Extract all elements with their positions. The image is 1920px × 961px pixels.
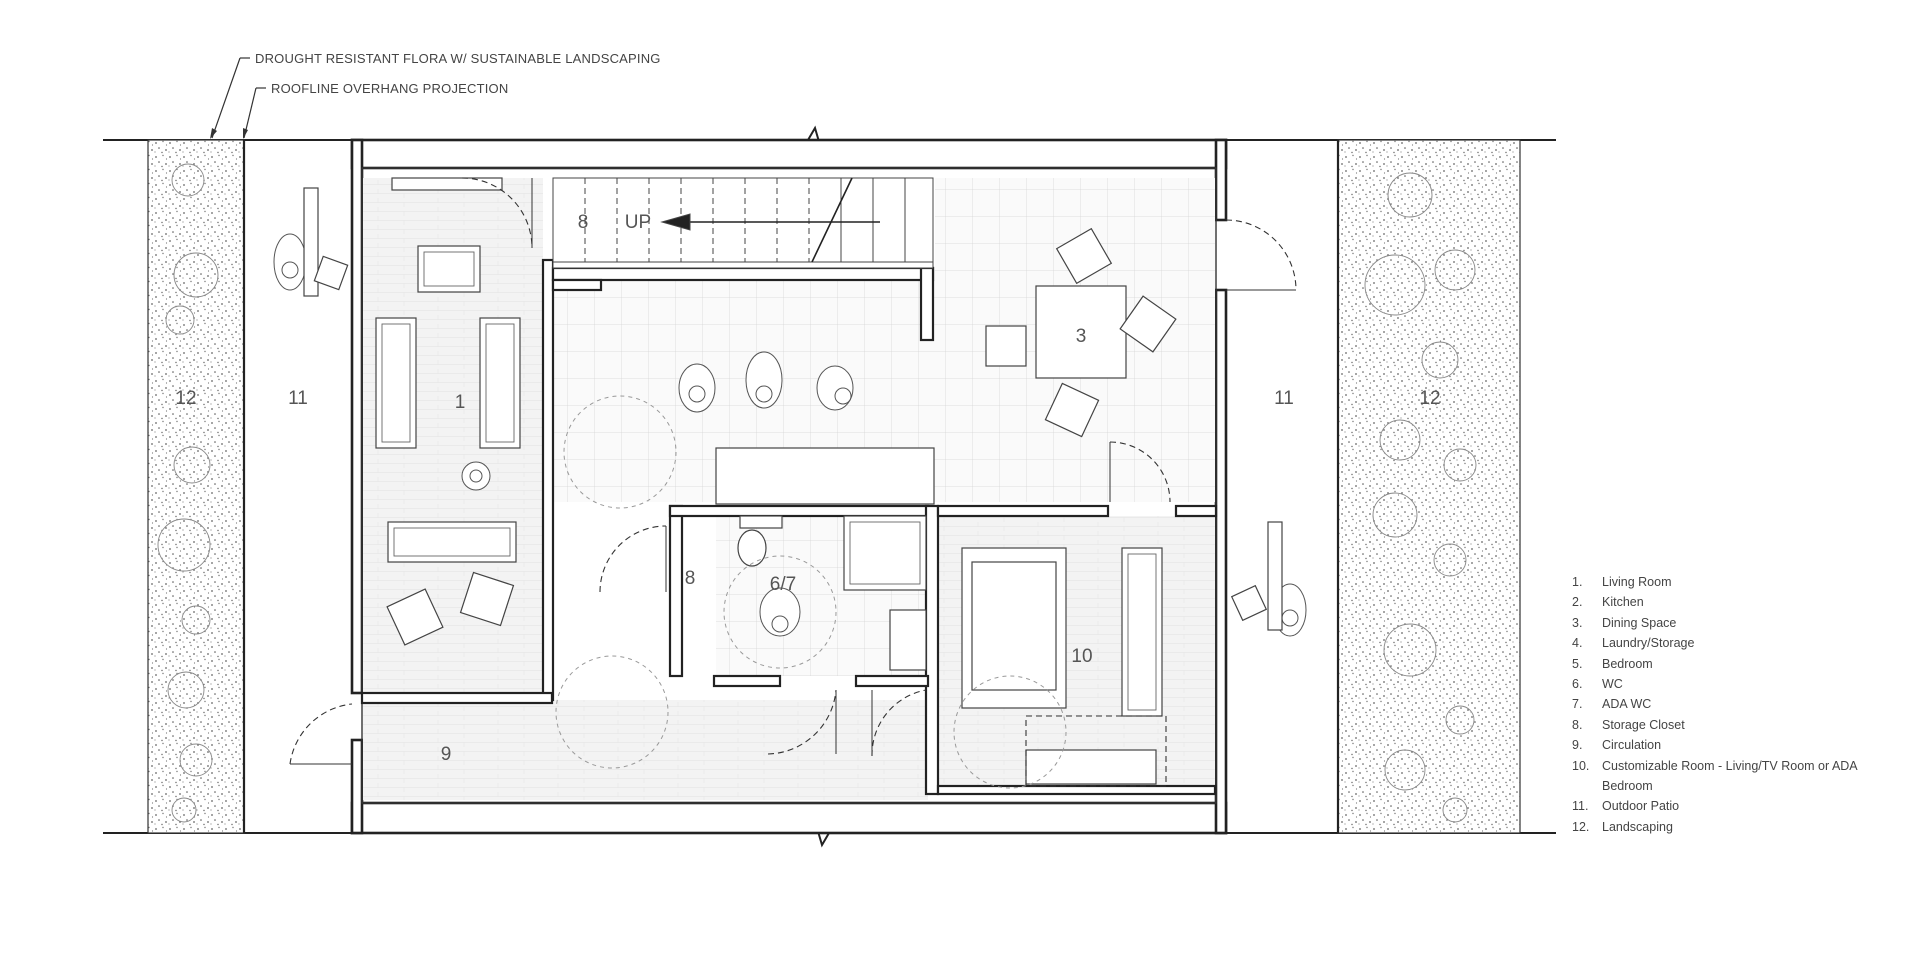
interior-walls <box>360 258 1218 796</box>
legend-number: 9. <box>1572 738 1583 753</box>
landscaping-strip-right <box>1337 139 1521 834</box>
room-label-storage-closet: 8 <box>685 568 696 589</box>
custom-room-furniture <box>961 547 1167 787</box>
legend-item: 4. Laundry/Storage <box>1572 633 1862 653</box>
room-label-landscaping-left: 12 <box>175 388 196 409</box>
room-label-living: 1 <box>455 392 466 413</box>
doors <box>289 177 1297 765</box>
room-label-patio-right: 11 <box>1274 388 1294 409</box>
callout-drought-text: DROUGHT RESISTANT FLORA W/ SUSTAINABLE L… <box>255 51 661 66</box>
legend-label: Customizable Room - Living/TV Room or AD… <box>1602 758 1857 794</box>
legend-label: Circulation <box>1602 738 1662 753</box>
legend-label: WC <box>1602 677 1623 692</box>
legend-number: 3. <box>1572 615 1583 630</box>
legend-number: 7. <box>1572 697 1583 712</box>
legend-number: 10. <box>1572 758 1590 773</box>
plant-clusters <box>157 163 1477 823</box>
legend-label: Storage Closet <box>1602 717 1685 732</box>
people-figures <box>273 233 1307 637</box>
room-label-custom-room: 10 <box>1071 646 1092 667</box>
legend-label: Dining Space <box>1602 615 1677 630</box>
kitchen-island <box>715 447 935 505</box>
room-label-storage-stair: 8 <box>578 212 589 233</box>
wc-fixtures <box>723 515 927 671</box>
room-label-landscaping-right: 12 <box>1419 388 1440 409</box>
legend-label: Living Room <box>1602 575 1672 589</box>
legend-item: 8. Storage Closet <box>1572 715 1862 735</box>
legend-item: 1. Living Room <box>1572 572 1862 592</box>
legend-item: 10. Customizable Room - Living/TV Room or… <box>1572 756 1862 797</box>
room-label-patio-left: 11 <box>288 388 308 409</box>
living-furniture <box>375 177 521 646</box>
legend-number: 2. <box>1572 595 1583 610</box>
patio-furniture <box>303 187 1283 631</box>
callout-roofline-text: ROOFLINE OVERHANG PROJECTION <box>271 81 508 96</box>
legend-label: Bedroom <box>1602 656 1653 671</box>
landscaping-strip-left <box>147 139 245 834</box>
callout-leaders <box>210 57 266 139</box>
room-label-circulation: 9 <box>441 744 452 765</box>
legend-label: ADA WC <box>1602 697 1652 712</box>
legend-label: Outdoor Patio <box>1602 799 1680 814</box>
stair-up-label: UP <box>625 212 651 233</box>
legend-number: 12. <box>1572 819 1590 834</box>
legend-item: 6. WC <box>1572 674 1862 694</box>
legend-number: 1. <box>1572 575 1583 589</box>
legend-item: 11. Outdoor Patio <box>1572 796 1862 816</box>
legend-item: 12. Landscaping <box>1572 817 1862 837</box>
legend-item: 5. Bedroom <box>1572 654 1862 674</box>
legend-number: 6. <box>1572 677 1583 692</box>
circulation-floor <box>363 700 928 800</box>
room-legend: 1. Living Room 2. Kitchen 3. Dining Space 4… <box>1572 572 1862 837</box>
legend-label: Landscaping <box>1602 819 1673 834</box>
legend-item: 9. Circulation <box>1572 735 1862 755</box>
legend-label: Laundry/Storage <box>1602 636 1695 651</box>
legend-item: 7. ADA WC <box>1572 694 1862 714</box>
legend-number: 4. <box>1572 636 1583 651</box>
building-walls <box>350 138 1228 835</box>
legend-number: 5. <box>1572 656 1583 671</box>
legend-label: Kitchen <box>1602 595 1644 610</box>
legend-item: 2. Kitchen <box>1572 592 1862 612</box>
legend-number: 11. <box>1572 799 1589 814</box>
turning-circles <box>555 395 1067 789</box>
legend-number: 8. <box>1572 717 1583 732</box>
room-label-wc: 6/7 <box>770 574 796 595</box>
stair <box>552 177 934 269</box>
room-label-dining: 3 <box>1076 326 1087 347</box>
legend-item: 3. Dining Space <box>1572 613 1862 633</box>
dining-furniture <box>985 227 1177 438</box>
